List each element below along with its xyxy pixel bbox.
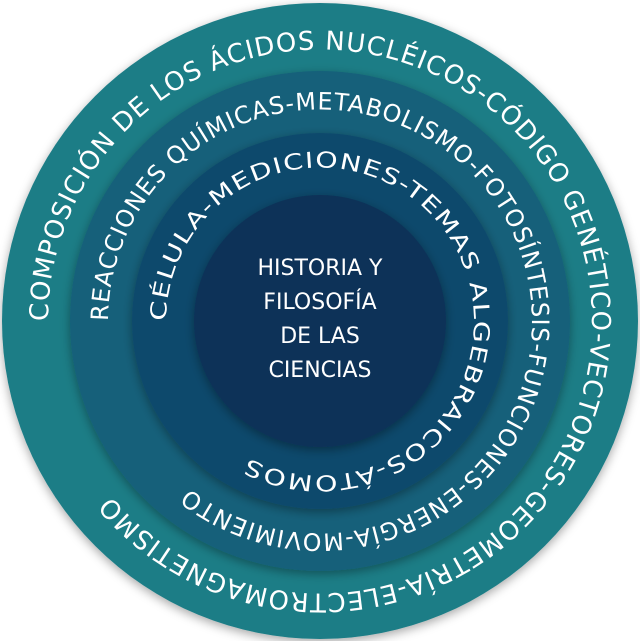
- center-title-line-4: CIENCIAS: [268, 358, 371, 383]
- center-title-line-2: FILOSOFÍA: [263, 289, 376, 315]
- ring-center: [194, 195, 446, 447]
- center-title-line-1: HISTORIA Y: [257, 256, 383, 281]
- center-title-line-3: DE LAS: [280, 324, 360, 349]
- center-title: HISTORIA Y FILOSOFÍA DE LAS CIENCIAS: [257, 256, 383, 383]
